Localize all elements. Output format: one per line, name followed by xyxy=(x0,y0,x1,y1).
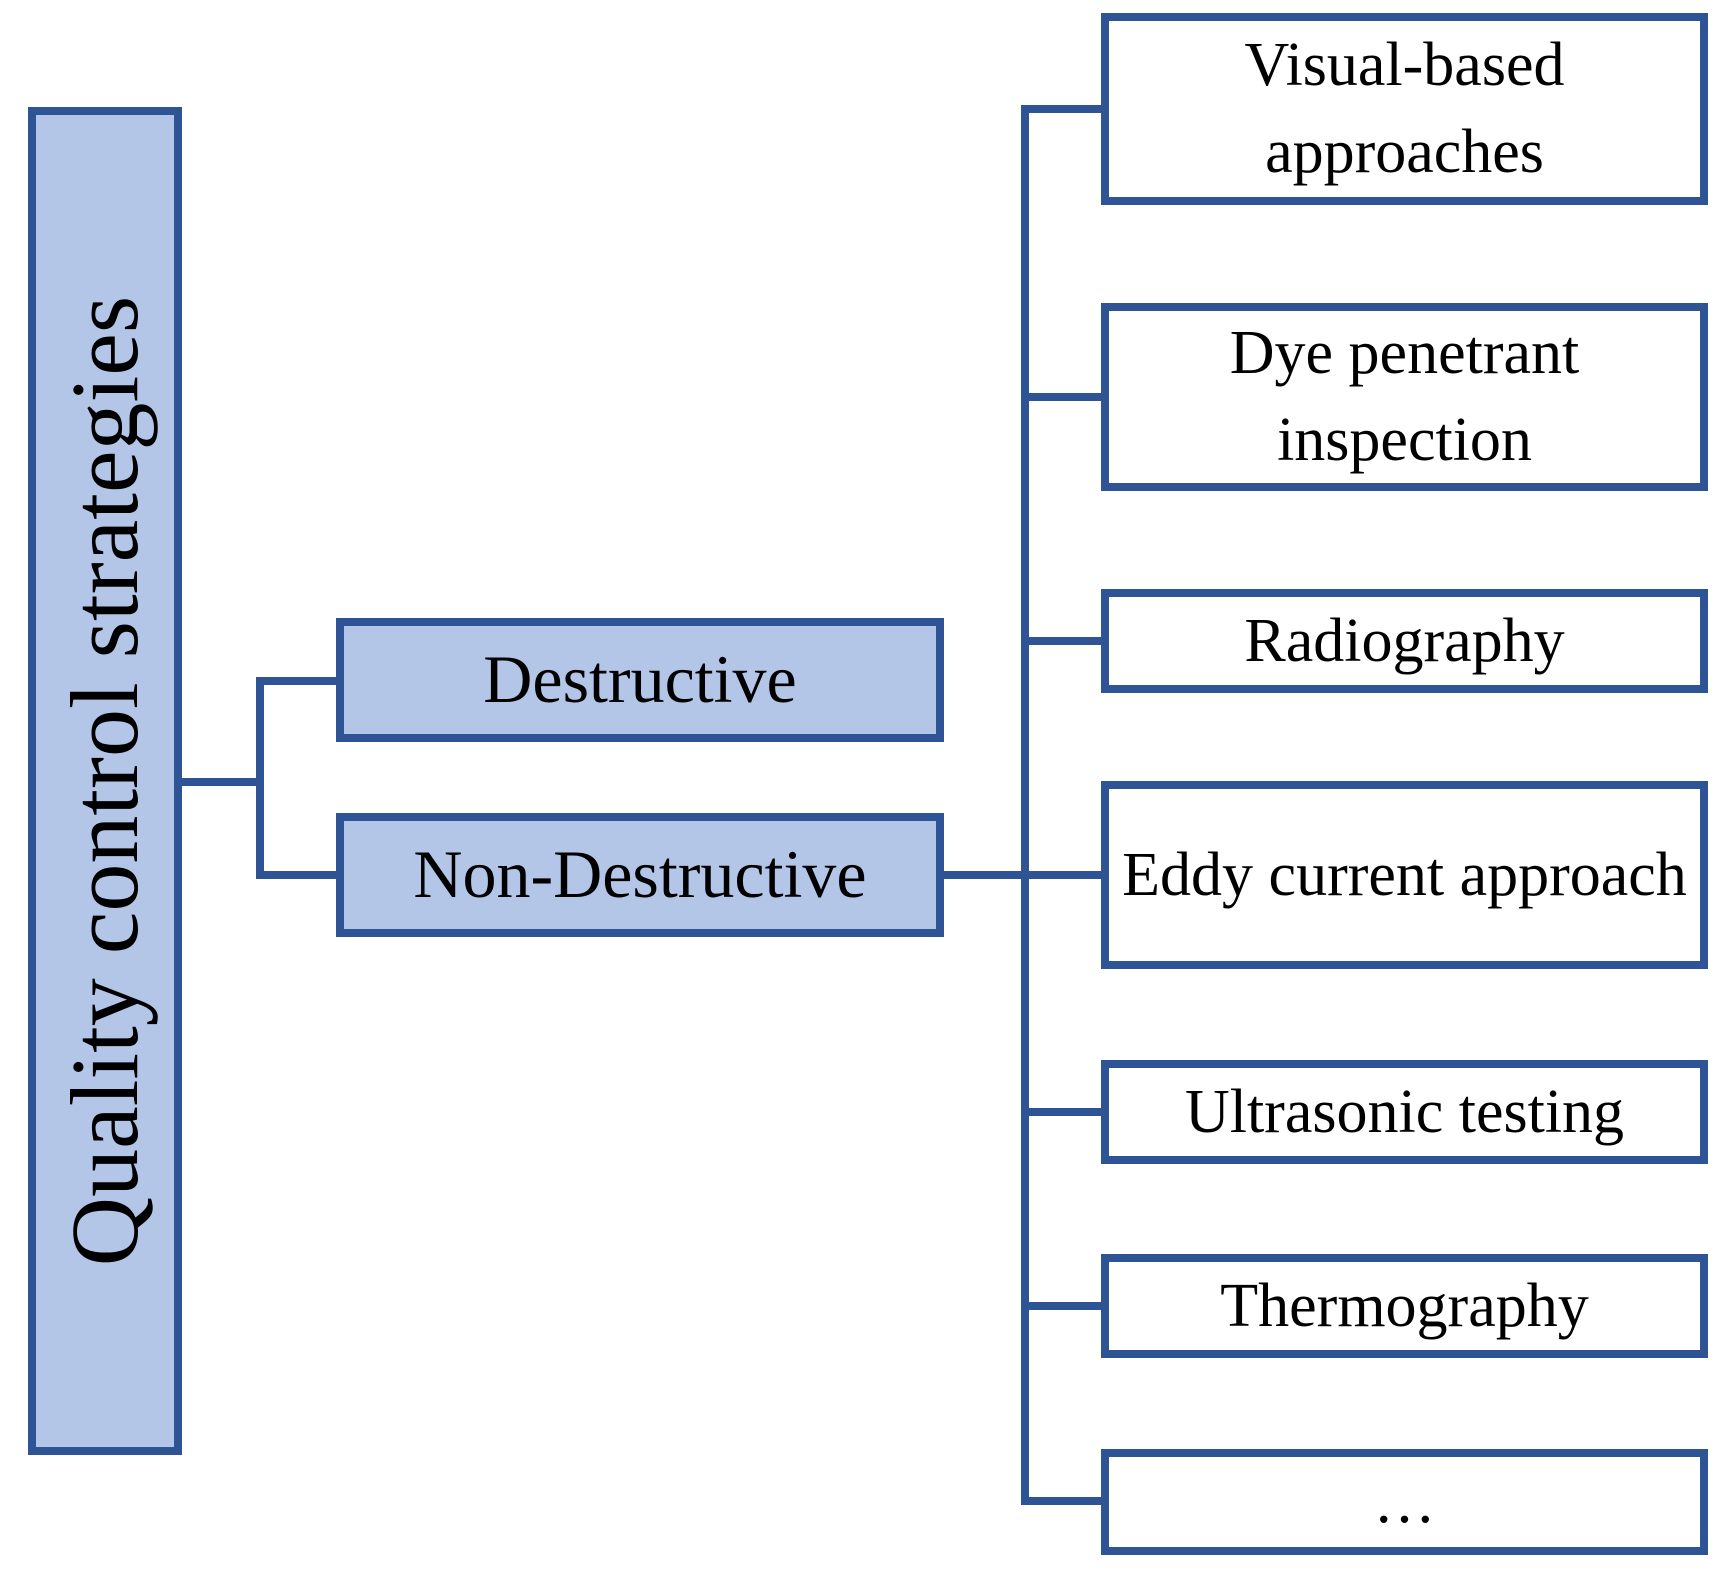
connector-trunk-vertical xyxy=(1021,105,1029,1505)
leaf-node-ultrasonic-testing: Ultrasonic testing xyxy=(1101,1060,1708,1164)
leaf-node-visual-based-approaches: Visual-based approaches xyxy=(1101,13,1708,205)
connector-stub-dye xyxy=(1021,393,1101,401)
connector-root-horizontal xyxy=(182,778,262,786)
connector-stub-radiography xyxy=(1021,637,1101,645)
branch-node-label: Non-Destructive xyxy=(413,836,867,913)
leaf-node-label: Radiography xyxy=(1244,606,1565,675)
leaf-node-label: Eddy current approach xyxy=(1122,840,1687,909)
connector-destructive xyxy=(264,677,336,685)
connector-stub-visual xyxy=(1021,105,1101,113)
leaf-node-label: Thermography xyxy=(1220,1271,1589,1340)
leaf-node-radiography: Radiography xyxy=(1101,589,1708,693)
branch-node-non-destructive: Non-Destructive xyxy=(336,813,944,937)
connector-non-destructive xyxy=(264,871,336,879)
connector-stub-ellipsis xyxy=(1021,1497,1101,1505)
leaf-node-label: Visual-based approaches xyxy=(1244,31,1565,186)
leaf-node-ellipsis: … xyxy=(1101,1449,1708,1555)
connector-stub-ultrasonic xyxy=(1021,1108,1101,1116)
leaf-node-label: Dye penetrant inspection xyxy=(1229,319,1580,474)
branch-node-label: Destructive xyxy=(483,641,797,718)
leaf-node-thermography: Thermography xyxy=(1101,1254,1708,1358)
leaf-node-eddy-current-approach: Eddy current approach xyxy=(1101,781,1708,969)
root-node-label: Quality control strategies xyxy=(51,295,158,1267)
connector-branch-vertical xyxy=(256,677,264,879)
leaf-node-label: … xyxy=(1373,1467,1436,1536)
branch-node-destructive: Destructive xyxy=(336,618,944,742)
leaf-node-label: Ultrasonic testing xyxy=(1184,1077,1625,1146)
root-node-quality-control-strategies: Quality control strategies xyxy=(28,107,182,1455)
leaf-node-dye-penetrant-inspection: Dye penetrant inspection xyxy=(1101,303,1708,491)
connector-stub-thermography xyxy=(1021,1302,1101,1310)
